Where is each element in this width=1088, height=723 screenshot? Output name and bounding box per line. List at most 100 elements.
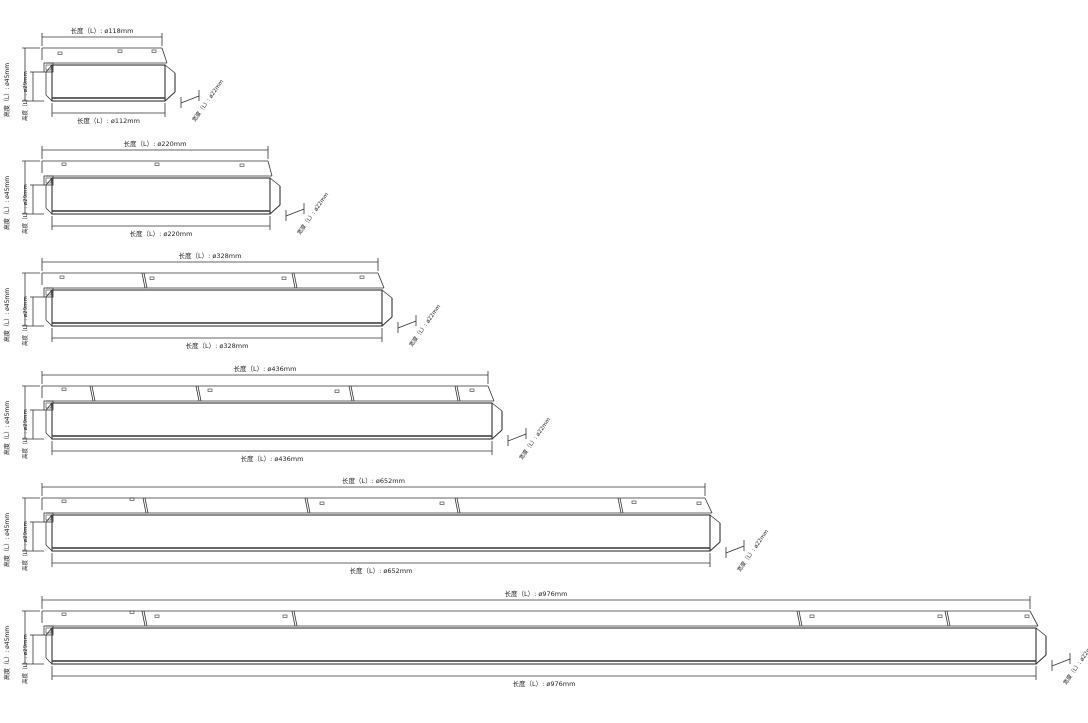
plate-segment-joint: [89, 385, 94, 402]
height-inner-label: 高度（L）: ø29mm: [21, 296, 29, 346]
depth-label: 宽度（L）: ø22mm: [295, 191, 330, 236]
mounting-clip: [696, 501, 702, 505]
body-left-bottom-bevel: [45, 432, 53, 440]
height-inner-label: 高度（L）: ø29mm: [21, 184, 29, 234]
mounting-clip: [281, 276, 287, 280]
mounting-clip: [809, 614, 815, 618]
plate-segment-joint: [454, 385, 459, 402]
body-left-bevel: [45, 289, 53, 298]
mounting-clip: [334, 389, 340, 393]
body-left-bottom-bevel: [45, 319, 53, 327]
body-left-bevel: [45, 177, 53, 186]
body-right-bottom-bevel: [269, 204, 281, 215]
mounting-clip: [469, 388, 475, 392]
height-outer-label: 高度（L）: ø45mm: [3, 401, 11, 455]
plate-segment-joint: [798, 610, 803, 627]
height-inner-label: 高度（L）: ø29mm: [21, 634, 29, 684]
mounting-clip: [319, 501, 325, 505]
plate-segment-joint: [293, 610, 298, 627]
mounting-clip: [1024, 614, 1030, 618]
height-outer-label: 高度（L）: ø45mm: [3, 288, 11, 342]
bottom-length-label: 长度（L）: ø220mm: [130, 229, 193, 238]
plate-segment-joint: [456, 497, 461, 514]
height-outer-label: 高度（L）: ø45mm: [3, 176, 11, 230]
bottom-length-label: 长度（L）: ø652mm: [350, 566, 413, 575]
plate-segment-joint: [195, 385, 200, 402]
plate-segment-joint: [944, 610, 949, 627]
body-left-bevel: [45, 402, 53, 411]
height-outer-label: 高度（L）: ø45mm: [3, 63, 11, 117]
mounting-clip: [631, 500, 637, 504]
plate-segment-joint: [348, 385, 353, 402]
mounting-clip: [129, 610, 135, 614]
body-left-bottom-bevel: [45, 207, 53, 215]
plate-segment-joint: [291, 272, 296, 289]
top-length-label: 长度（L）: ø118mm: [71, 26, 134, 35]
top-length-label: 长度（L）: ø436mm: [234, 364, 297, 373]
depth-label: 宽度（L）: ø22mm: [190, 78, 225, 123]
fixture-2: 长度（L）: ø220mm 高度（L）: ø45mm 高度（L）: ø29mm 宽度（…: [3, 139, 330, 238]
body-right-top-bevel: [709, 514, 721, 524]
bottom-length-label: 长度（L）: ø328mm: [186, 341, 249, 350]
mounting-clip: [359, 275, 365, 279]
end-cap: [43, 625, 54, 636]
plate-segment-joint: [619, 497, 624, 514]
depth-label: 宽度（L）: ø22mm: [735, 528, 770, 573]
plate-segment-joint: [197, 385, 202, 402]
mounting-clip: [239, 163, 245, 167]
body-right-bottom-bevel: [491, 429, 503, 440]
plate-segment-joint: [617, 497, 622, 514]
top-plate-right-edge: [704, 497, 713, 514]
body-right-bottom-bevel: [164, 91, 176, 102]
mounting-clip: [57, 51, 63, 55]
plate-segment-joint: [306, 497, 311, 514]
plate-segment-joint: [454, 497, 459, 514]
mounting-clip: [61, 162, 67, 166]
body-right-top-bevel: [1035, 627, 1047, 637]
height-inner-label: 高度（L）: ø29mm: [21, 521, 29, 571]
plate-segment-joint: [293, 272, 298, 289]
end-cap: [43, 62, 54, 73]
plate-segment-joint: [456, 385, 461, 402]
depth-label: 宽度（L）: ø22mm: [517, 416, 552, 461]
plate-segment-joint: [143, 610, 148, 627]
plate-segment-joint: [142, 497, 147, 514]
plate-segment-joint: [144, 497, 149, 514]
top-plate-right-edge: [487, 385, 495, 402]
mounting-clip: [117, 49, 123, 53]
height-outer-label: 高度（L）: ø45mm: [3, 513, 11, 567]
fixture-body: [51, 289, 383, 327]
top-plate-right-edge: [161, 47, 168, 64]
depth-dimension-line: [397, 320, 417, 329]
plate-segment-joint: [350, 385, 355, 402]
body-right-top-bevel: [491, 402, 503, 412]
mounting-clip: [154, 162, 160, 166]
mounting-clip: [439, 501, 445, 505]
height-outer-label: 高度（L）: ø45mm: [3, 626, 11, 680]
end-cap-socket: [45, 402, 52, 409]
plate-segment-joint: [291, 610, 296, 627]
plate-segment-joint: [946, 610, 951, 627]
body-left-bottom-bevel: [45, 94, 53, 102]
end-cap-socket: [45, 289, 52, 296]
fixture-5: 长度（L）: ø652mm 高度（L）: ø45mm 高度（L）: ø29mm 宽度（…: [3, 476, 770, 575]
end-cap-socket: [45, 514, 52, 521]
top-plate-right-edge: [1029, 610, 1039, 627]
top-plate-right-edge: [377, 272, 385, 289]
body-right-top-bevel: [269, 177, 281, 187]
bottom-length-label: 长度（L）: ø436mm: [241, 454, 304, 463]
mounting-clip: [61, 499, 67, 503]
mounting-clip: [149, 276, 155, 280]
mounting-clip: [151, 49, 157, 53]
end-cap: [43, 287, 54, 298]
body-left-bottom-bevel: [45, 544, 53, 552]
top-length-label: 长度（L）: ø976mm: [505, 589, 568, 598]
fixture-body: [51, 627, 1037, 665]
body-right-top-bevel: [381, 289, 393, 299]
body-right-bottom-bevel: [1035, 654, 1047, 665]
plate-segment-joint: [91, 385, 96, 402]
